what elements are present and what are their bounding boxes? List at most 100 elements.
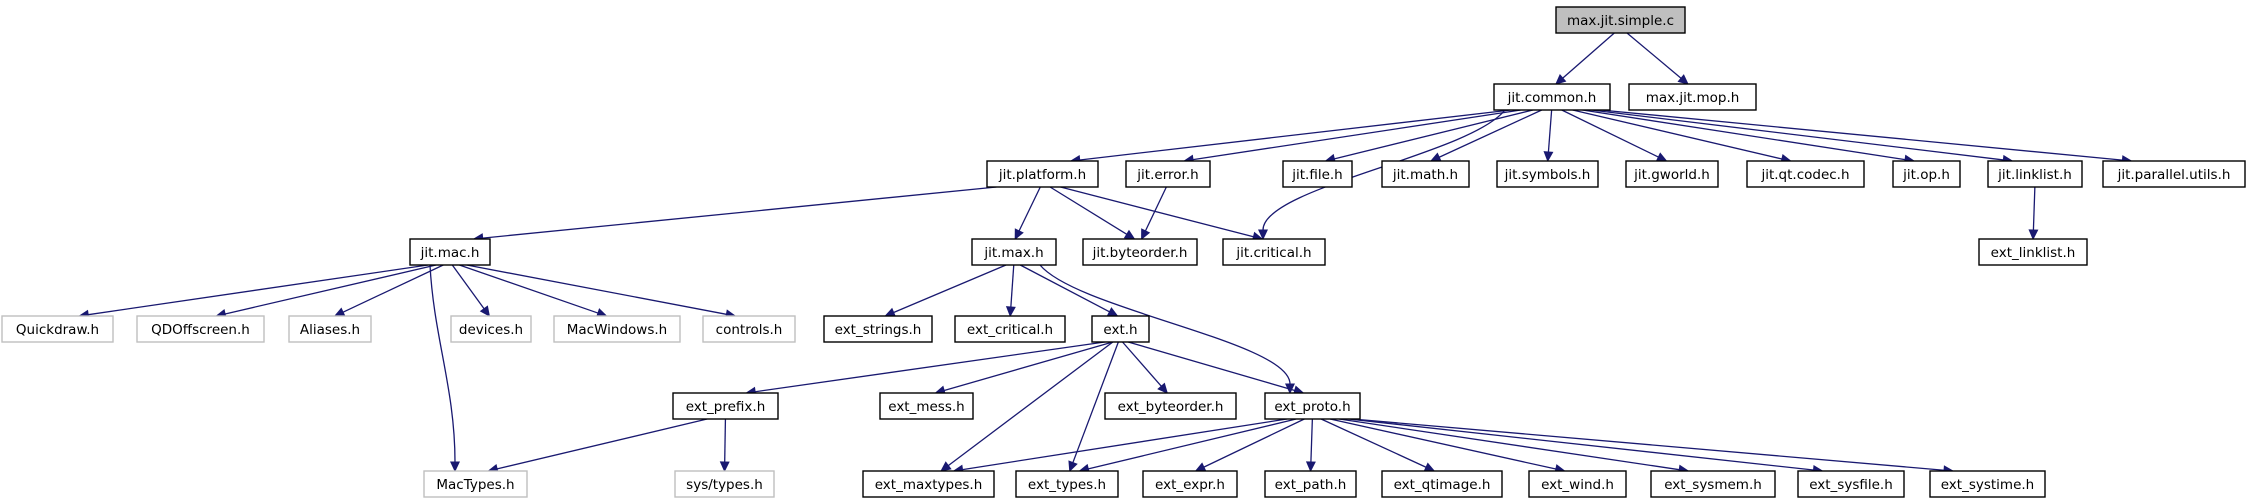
node-ext-prefix-h[interactable]: ext_prefix.h	[672, 392, 779, 420]
edge-max-jit-simple-c-to-max-jit-mop-h	[1626, 32, 1689, 85]
edge-line	[1088, 418, 1297, 470]
node-jit-error-h[interactable]: jit.error.h	[1125, 160, 1211, 188]
node-box	[1746, 160, 1865, 188]
node-box	[1142, 470, 1238, 498]
node-box	[1104, 392, 1237, 420]
node-ext-qtimage-h[interactable]: ext_qtimage.h	[1381, 470, 1503, 498]
node-box	[1797, 470, 1905, 498]
edge-line	[342, 264, 444, 313]
edge-line	[429, 264, 456, 463]
node-ext-critical-h[interactable]: ext_critical.h	[954, 315, 1066, 343]
node-ext-mess-h[interactable]: ext_mess.h	[879, 392, 974, 420]
node-box	[1892, 160, 1961, 188]
node-box	[1555, 6, 1686, 34]
node-box	[1091, 315, 1150, 343]
node-max-jit-mop-h[interactable]: max.jit.mop.h	[1628, 83, 1757, 111]
edge-ext-proto-h-to-ext-expr-h	[1194, 418, 1305, 472]
node-ext-byteorder-h[interactable]: ext_byteorder.h	[1104, 392, 1237, 420]
node-box	[1264, 392, 1361, 420]
node-ext-wind-h[interactable]: ext_wind.h	[1528, 470, 1627, 498]
node-label: jit.parallel.utils.h	[2117, 167, 2231, 183]
edge-jit-max-h-to-ext-proto-h	[1039, 264, 1295, 395]
edge-jit-common-h-to-jit-symbols-h	[1543, 109, 1554, 163]
edge-line	[1122, 341, 1162, 387]
node-jit-file-h[interactable]: jit.file.h	[1282, 160, 1353, 188]
node-label: jit.symbols.h	[1504, 167, 1591, 183]
node-jit-symbols-h[interactable]: jit.symbols.h	[1496, 160, 1599, 188]
node-box	[136, 315, 265, 343]
edge-line	[466, 264, 727, 315]
edge-line	[2032, 186, 2036, 231]
node-jit-common-h[interactable]: jit.common.h	[1493, 83, 1611, 111]
arrowhead	[1106, 307, 1119, 317]
node-jit-platform-h[interactable]: jit.platform.h	[986, 160, 1099, 188]
edge-ext-proto-h-to-ext-sysmem-h	[1339, 418, 1690, 475]
arrowhead	[1194, 462, 1207, 472]
edge-jit-max-h-to-ext-strings-h	[884, 264, 1007, 317]
node-box	[672, 392, 779, 420]
node-ext-types-h[interactable]: ext_types.h	[1015, 470, 1119, 498]
node-label: ext_types.h	[1028, 477, 1106, 493]
edge-line	[1010, 264, 1015, 308]
node-ext-maxtypes-h[interactable]: ext_maxtypes.h	[862, 470, 995, 498]
edge-line	[1562, 32, 1615, 79]
node-ext-expr-h[interactable]: ext_expr.h	[1142, 470, 1238, 498]
node-box	[971, 238, 1057, 266]
edge-line	[1262, 109, 1506, 231]
node-ext-h[interactable]: ext.h	[1091, 315, 1150, 343]
arrowhead	[719, 461, 730, 473]
edge-ext-h-to-ext-maxtypes-h	[940, 341, 1114, 472]
edge-jit-platform-h-to-jit-mac-h	[472, 186, 997, 244]
node-jit-linklist-h[interactable]: jit.linklist.h	[1987, 160, 2083, 188]
node-ext-systime-h[interactable]: ext_systime.h	[1929, 470, 2046, 498]
node-ext-proto-h[interactable]: ext_proto.h	[1264, 392, 1361, 420]
node-ext-path-h[interactable]: ext_path.h	[1264, 470, 1357, 498]
node-jit-gworld-h[interactable]: jit.gworld.h	[1625, 160, 1719, 188]
node-jit-math-h[interactable]: jit.math.h	[1381, 160, 1470, 188]
edge-ext-h-to-ext-byteorder-h	[1122, 341, 1169, 394]
node-jit-mac-h[interactable]: jit.mac.h	[409, 238, 491, 266]
edge-jit-common-h-to-jit-file-h	[1324, 109, 1534, 164]
node-label: jit.math.h	[1392, 167, 1458, 183]
node-box	[862, 470, 995, 498]
edge-max-jit-simple-c-to-jit-common-h	[1555, 32, 1615, 85]
edge-ext-proto-h-to-ext-path-h	[1305, 418, 1316, 473]
edge-ext-h-to-ext-proto-h	[1127, 341, 1305, 396]
node-label: ext_strings.h	[835, 322, 922, 338]
node-box	[1528, 470, 1627, 498]
node-quickdraw-h: Quickdraw.h	[1, 315, 114, 343]
node-jit-op-h[interactable]: jit.op.h	[1892, 160, 1961, 188]
edge-jit-common-h-to-jit-parallel-utils-h	[1600, 109, 2133, 166]
node-box	[1625, 160, 1719, 188]
arrowhead	[940, 461, 952, 472]
node-macwindows-h: MacWindows.h	[553, 315, 681, 343]
edge-line	[1329, 418, 1557, 470]
edge-ext-h-to-ext-types-h	[1068, 341, 1119, 473]
node-box	[1264, 470, 1357, 498]
arrowhead	[1429, 152, 1442, 162]
edge-line	[1060, 186, 1254, 238]
node-max-jit-simple-c[interactable]: max.jit.simple.c	[1555, 6, 1686, 34]
edge-jit-common-h-to-jit-platform-h	[1069, 109, 1511, 165]
node-box	[1282, 160, 1353, 188]
node-label: QDOffscreen.h	[151, 322, 250, 338]
node-ext-sysmem-h[interactable]: ext_sysmem.h	[1650, 470, 1776, 498]
arrowhead	[1543, 151, 1554, 163]
node-ext-linklist-h[interactable]: ext_linklist.h	[1978, 238, 2088, 266]
edge-line	[1018, 186, 1041, 232]
node-ext-sysfile-h[interactable]: ext_sysfile.h	[1797, 470, 1905, 498]
node-jit-critical-h[interactable]: jit.critical.h	[1222, 238, 1326, 266]
node-jit-max-h[interactable]: jit.max.h	[971, 238, 1057, 266]
node-label: ext_byteorder.h	[1118, 399, 1224, 415]
node-box	[2102, 160, 2246, 188]
node-jit-qt-codec-h[interactable]: jit.qt.codec.h	[1746, 160, 1865, 188]
node-jit-byteorder-h[interactable]: jit.byteorder.h	[1082, 238, 1198, 266]
node-ext-strings-h[interactable]: ext_strings.h	[823, 315, 933, 343]
edge-line	[1626, 32, 1682, 79]
node-qdoffscreen-h: QDOffscreen.h	[136, 315, 265, 343]
node-box	[450, 315, 532, 343]
edge-jit-mac-h-to-mactypes-h	[429, 264, 460, 473]
node-jit-parallel-utils-h[interactable]: jit.parallel.utils.h	[2102, 160, 2246, 188]
node-box	[1381, 160, 1470, 188]
node-label: MacTypes.h	[436, 477, 514, 493]
